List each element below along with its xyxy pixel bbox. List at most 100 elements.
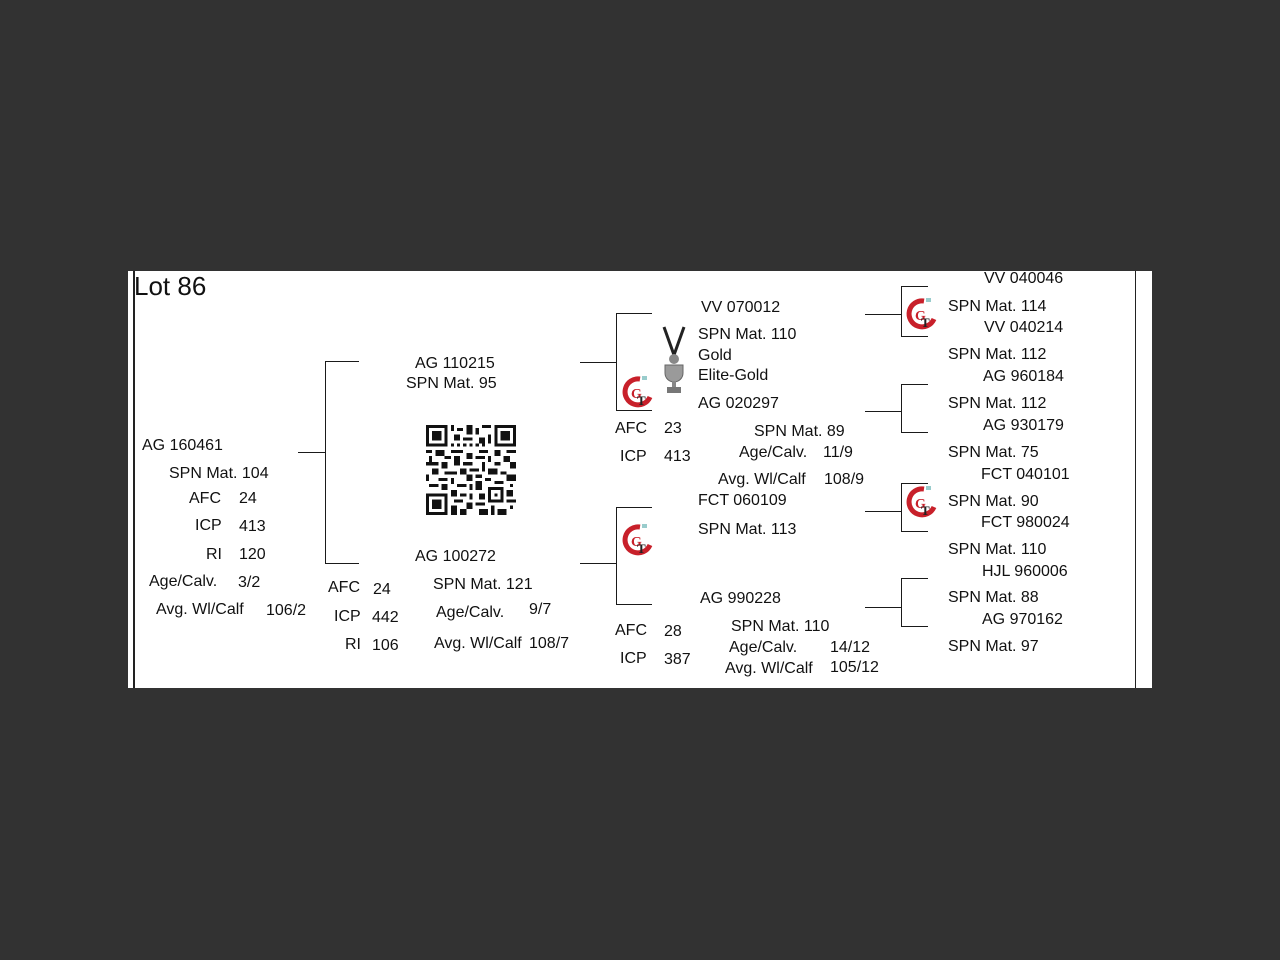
ds-spn: SPN Mat. 113 <box>698 521 797 538</box>
ds-id: FCT 060109 <box>698 492 787 509</box>
connector <box>901 578 928 579</box>
dam-icp-value: 442 <box>372 609 399 626</box>
dd-afc-label: AFC <box>615 622 647 639</box>
dam-afc-value: 24 <box>373 581 391 598</box>
dam-age-label: Age/Calv. <box>436 604 505 621</box>
qr-code[interactable] <box>426 425 516 515</box>
connector <box>901 483 902 532</box>
ggp-id: VV 040214 <box>984 319 1064 336</box>
sd-age-value: 11/9 <box>823 444 853 461</box>
dd-id: AG 990228 <box>700 590 781 607</box>
ggp-spn: SPN Mat. 88 <box>948 589 1039 606</box>
connector <box>901 578 902 627</box>
subject-ri-label: RI <box>206 546 222 563</box>
dam-spn: SPN Mat. 121 <box>433 576 533 593</box>
connector <box>616 507 617 605</box>
sd-afc-value: 23 <box>664 420 682 437</box>
connector <box>616 313 617 411</box>
subject-afc-label: AFC <box>189 490 221 507</box>
svg-text:T: T <box>637 541 646 556</box>
sd-avg-value: 108/9 <box>824 471 865 488</box>
gt-logo-icon: G T <box>622 524 653 556</box>
connector <box>901 286 928 287</box>
ggp-id: VV 040046 <box>984 271 1064 287</box>
connector <box>325 563 359 564</box>
sd-age-label: Age/Calv. <box>739 444 808 461</box>
ggp-id: FCT 040101 <box>981 466 1070 483</box>
ggp-id: AG 930179 <box>983 417 1064 434</box>
ss-award-gold: Gold <box>698 347 732 364</box>
ggp-spn: SPN Mat. 90 <box>948 493 1039 510</box>
connector <box>580 362 616 363</box>
connector <box>865 314 901 315</box>
dam-age-value: 9/7 <box>529 601 552 618</box>
dd-icp-value: 387 <box>664 651 691 668</box>
subject-avg-label: Avg. Wl/Calf <box>156 601 244 618</box>
ss-spn: SPN Mat. 110 <box>698 326 797 343</box>
lot-title: Lot 86 <box>134 271 207 301</box>
connector <box>616 604 652 605</box>
ggp-spn: SPN Mat. 97 <box>948 638 1039 655</box>
connector <box>865 411 901 412</box>
dam-avg-value: 108/7 <box>529 635 570 652</box>
dd-icp-label: ICP <box>620 650 647 667</box>
svg-text:G: G <box>915 309 926 324</box>
subject-afc-value: 24 <box>239 490 257 507</box>
connector <box>616 507 652 508</box>
sd-icp-label: ICP <box>620 448 647 465</box>
dd-age-value: 14/12 <box>830 639 871 656</box>
sd-avg-label: Avg. Wl/Calf <box>718 471 806 488</box>
dam-afc-label: AFC <box>328 579 360 596</box>
ggp-spn: SPN Mat. 112 <box>948 395 1047 412</box>
dam-ri-label: RI <box>345 636 361 653</box>
connector <box>901 531 928 532</box>
trophy-icon <box>662 326 686 393</box>
connector <box>901 336 928 337</box>
svg-text:T: T <box>921 503 930 518</box>
svg-text:T: T <box>637 393 646 408</box>
sd-afc-label: AFC <box>615 420 647 437</box>
connector <box>616 410 652 411</box>
connector <box>901 432 928 433</box>
ggp-id: HJL 960006 <box>982 563 1068 580</box>
dam-id: AG 100272 <box>415 548 496 565</box>
ss-id: VV 070012 <box>701 299 781 316</box>
svg-text:T: T <box>921 315 930 330</box>
dd-avg-value: 105/12 <box>830 659 879 676</box>
sd-spn: SPN Mat. 89 <box>754 423 845 440</box>
svg-text:G: G <box>631 535 642 550</box>
dd-afc-value: 28 <box>664 623 682 640</box>
ggp-spn: SPN Mat. 110 <box>948 541 1047 558</box>
subject-avg-value: 106/2 <box>266 602 307 619</box>
svg-text:G: G <box>631 387 642 402</box>
connector <box>901 384 902 433</box>
pedigree-card: Lot 86 AG 160461 SPN Mat. 104 AFC 24 ICP… <box>128 271 1152 688</box>
dam-icp-label: ICP <box>334 608 361 625</box>
ggp-id: AG 970162 <box>982 611 1063 628</box>
dam-avg-label: Avg. Wl/Calf <box>434 635 522 652</box>
connector <box>325 361 326 564</box>
sire-spn: SPN Mat. 95 <box>406 375 497 392</box>
subject-spn: SPN Mat. 104 <box>169 465 269 482</box>
ggp-spn: SPN Mat. 75 <box>948 444 1039 461</box>
connector <box>901 286 902 337</box>
ggp-spn: SPN Mat. 112 <box>948 346 1047 363</box>
connector <box>901 384 928 385</box>
dd-spn: SPN Mat. 110 <box>731 618 830 635</box>
sd-icp-value: 413 <box>664 448 691 465</box>
connector <box>901 626 928 627</box>
connector <box>298 452 325 453</box>
dd-avg-label: Avg. Wl/Calf <box>725 660 813 677</box>
subject-id: AG 160461 <box>142 437 223 454</box>
dd-age-label: Age/Calv. <box>729 639 798 656</box>
ggp-id: FCT 980024 <box>981 514 1070 531</box>
subject-ri-value: 120 <box>239 546 266 563</box>
connector <box>325 361 359 362</box>
subject-icp-label: ICP <box>195 517 222 534</box>
connector <box>901 483 928 484</box>
gt-logo-icon: G T <box>906 486 937 518</box>
sd-id: AG 020297 <box>698 395 779 412</box>
ss-award-elite: Elite-Gold <box>698 367 769 384</box>
gt-logo-icon: G T <box>622 376 653 408</box>
left-border <box>133 271 135 688</box>
